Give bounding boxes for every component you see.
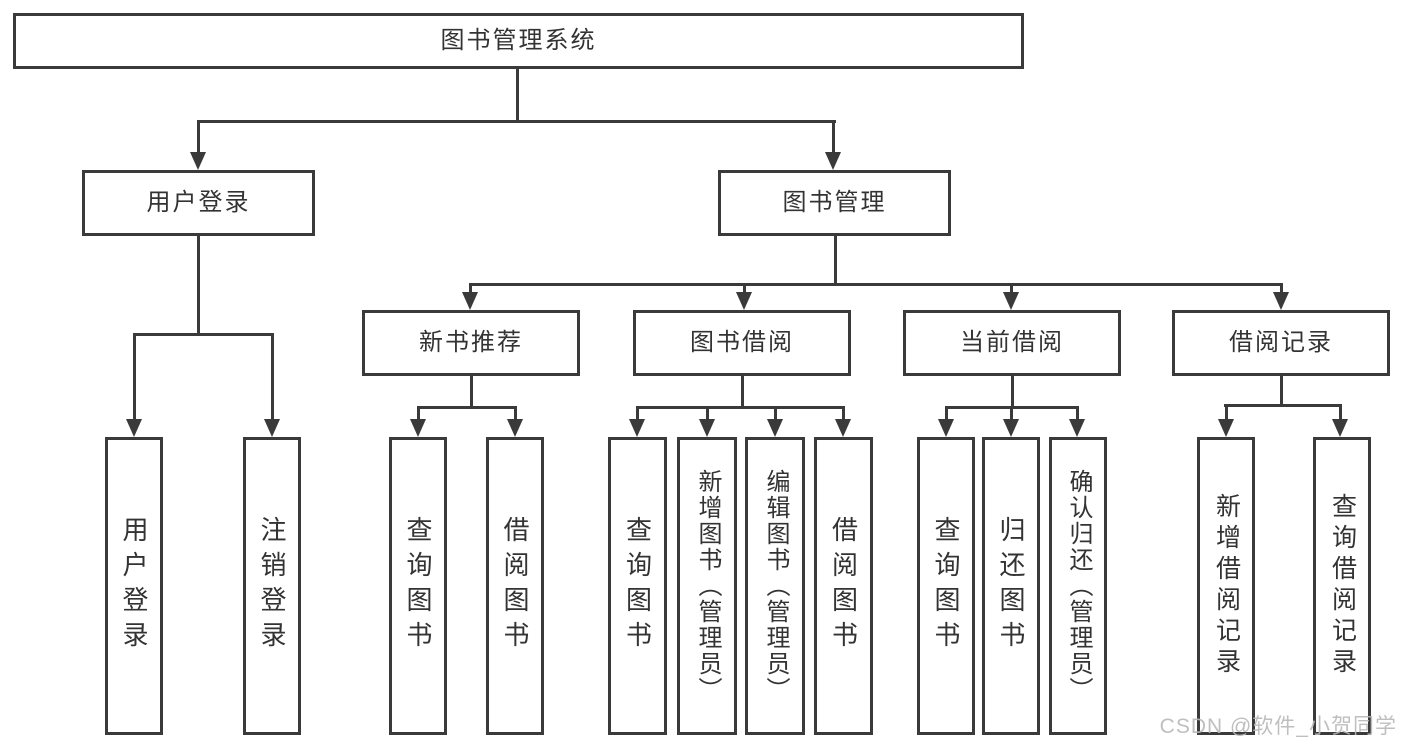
connector-hline: [1224, 404, 1342, 407]
leaf-borrow-books-recommend: 借阅图书: [486, 437, 544, 735]
connector-vline: [1010, 406, 1013, 421]
leaf-label: 新增图书（管理员）: [694, 469, 721, 703]
node-label: 当前借阅: [960, 329, 1064, 356]
arrow-down-icon: [126, 419, 142, 437]
leaf-edit-books-admin: 编辑图书（管理员）: [745, 437, 805, 735]
leaf-add-borrow-record: 新增借阅记录: [1197, 437, 1255, 735]
node-label: 图书管理: [782, 189, 887, 216]
connector-hline: [636, 406, 844, 409]
connector-vline: [1280, 376, 1283, 406]
connector-vline: [417, 406, 420, 421]
leaf-label: 编辑图书（管理员）: [762, 469, 789, 703]
connector-vline: [1010, 283, 1013, 294]
arrow-down-icon: [190, 152, 206, 170]
leaf-label: 新增借阅记录: [1212, 493, 1241, 679]
arrow-down-icon: [507, 419, 523, 437]
leaf-query-books-recommend: 查询图书: [389, 437, 447, 735]
connector-vline: [832, 120, 835, 154]
leaf-label: 查询借阅记录: [1328, 493, 1357, 679]
arrow-down-icon: [1218, 419, 1234, 437]
leaf-label: 查询图书: [622, 516, 653, 656]
connector-vline: [1225, 404, 1228, 421]
arrow-down-icon: [1003, 292, 1019, 310]
arrow-down-icon: [699, 419, 715, 437]
leaf-label: 归还图书: [996, 516, 1026, 656]
node-new-book-recommend: 新书推荐: [362, 310, 580, 376]
connector-hline: [469, 283, 1283, 286]
csdn-watermark: CSDN @软件_小贺同学: [1159, 715, 1397, 738]
leaf-label: 确认归还（管理员）: [1065, 469, 1092, 703]
connector-vline: [514, 406, 517, 421]
leaf-query-books-current: 查询图书: [917, 437, 975, 735]
connector-vline: [1280, 283, 1283, 294]
arrow-down-icon: [1003, 419, 1019, 437]
arrow-down-icon: [1069, 419, 1085, 437]
leaf-logout: 注销登录: [243, 437, 301, 735]
connector-vline: [834, 236, 837, 285]
connector-vline: [197, 120, 200, 154]
arrow-down-icon: [1332, 419, 1348, 437]
connector-vline: [470, 376, 473, 408]
leaf-label: 借阅图书: [828, 516, 859, 656]
node-label: 用户登录: [146, 189, 251, 216]
connector-hline: [133, 333, 274, 336]
arrow-down-icon: [264, 419, 280, 437]
arrow-down-icon: [938, 419, 954, 437]
leaf-label: 查询图书: [403, 516, 433, 656]
arrow-down-icon: [736, 292, 752, 310]
node-root-label: 图书管理系统: [440, 27, 597, 54]
connector-vline: [1076, 406, 1079, 421]
connector-vline: [774, 406, 777, 421]
leaf-label: 用户登录: [119, 516, 149, 656]
connector-vline: [271, 333, 274, 421]
arrow-down-icon: [629, 419, 645, 437]
arrow-down-icon: [825, 152, 841, 170]
connector-vline: [743, 283, 746, 294]
leaf-query-books-borrowing: 查询图书: [608, 437, 667, 735]
connector-vline: [1339, 404, 1342, 421]
leaf-confirm-return-admin: 确认归还（管理员）: [1049, 437, 1107, 735]
node-label: 图书借阅: [690, 329, 794, 356]
node-book-management: 图书管理: [718, 170, 951, 236]
connector-hline: [197, 120, 836, 123]
arrow-down-icon: [410, 419, 426, 437]
leaf-return-books: 归还图书: [982, 437, 1040, 735]
leaf-borrow-books: 借阅图书: [814, 437, 873, 735]
node-user-login-module: 用户登录: [82, 170, 315, 236]
arrow-down-icon: [767, 419, 783, 437]
node-current-borrowing: 当前借阅: [903, 310, 1121, 376]
connector-vline: [197, 236, 200, 333]
leaf-label: 借阅图书: [500, 516, 530, 656]
connector-vline: [133, 333, 136, 421]
leaf-query-borrow-record: 查询借阅记录: [1313, 437, 1371, 735]
node-book-borrowing: 图书借阅: [633, 310, 851, 376]
node-root: 图书管理系统: [13, 13, 1024, 69]
arrow-down-icon: [462, 292, 478, 310]
connector-vline: [842, 406, 845, 421]
node-label: 借阅记录: [1229, 329, 1333, 356]
leaf-add-books-admin: 新增图书（管理员）: [677, 437, 737, 735]
connector-vline: [636, 406, 639, 421]
connector-vline: [945, 406, 948, 421]
connector-hline: [417, 406, 517, 409]
node-label: 新书推荐: [419, 329, 523, 356]
leaf-label: 查询图书: [931, 516, 961, 656]
connector-vline: [1011, 376, 1014, 408]
connector-vline: [516, 69, 519, 120]
connector-vline: [469, 283, 472, 294]
node-borrowing-records: 借阅记录: [1172, 310, 1390, 376]
arrow-down-icon: [835, 419, 851, 437]
arrow-down-icon: [1273, 292, 1289, 310]
connector-vline: [706, 406, 709, 421]
leaf-label: 注销登录: [257, 516, 287, 656]
leaf-user-login: 用户登录: [105, 437, 163, 735]
connector-vline: [741, 376, 744, 408]
